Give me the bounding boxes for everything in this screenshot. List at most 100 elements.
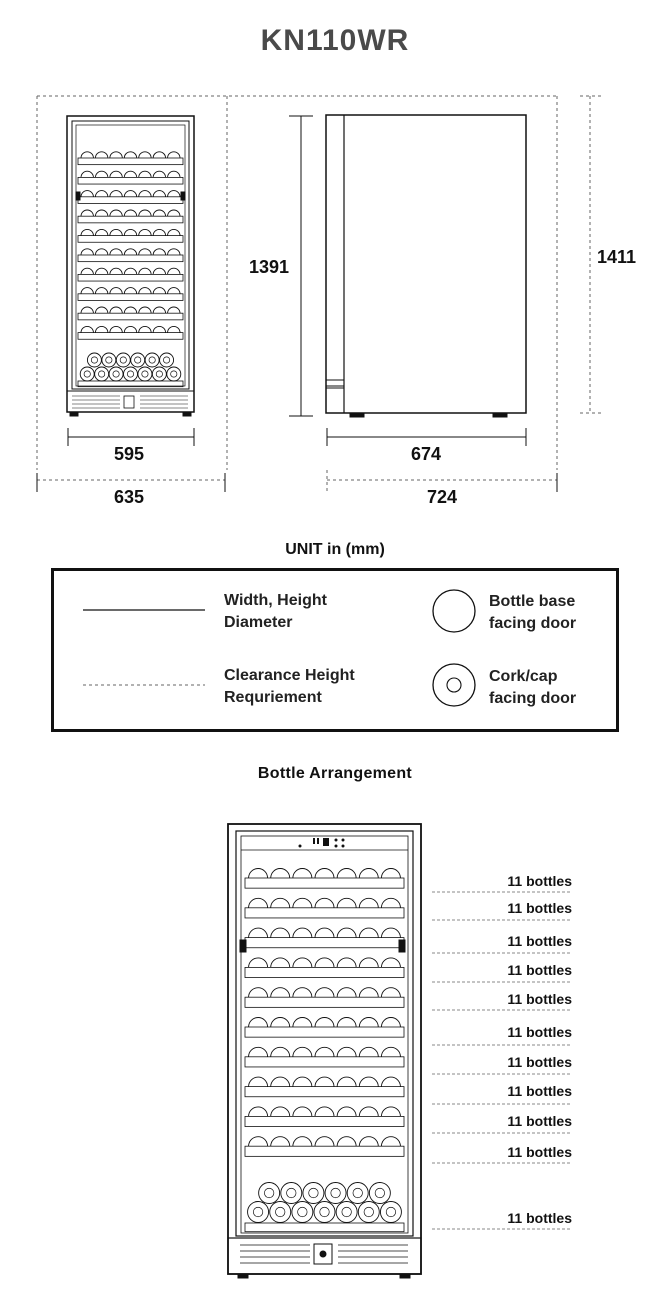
bottle-top (270, 868, 291, 879)
bottle-top (314, 897, 335, 908)
shelf-rack (244, 877, 405, 889)
bottle-top (123, 287, 138, 294)
bottle-top (270, 1106, 291, 1117)
bottle-top (380, 868, 401, 879)
bottle-top (152, 170, 167, 178)
bottle-top (314, 1106, 335, 1117)
bottle-top (270, 1046, 291, 1057)
bottle-top (152, 267, 167, 275)
bottle-top (248, 987, 269, 998)
bottle-inner (286, 1187, 297, 1199)
bottle-top (138, 209, 152, 217)
bottle-circle (247, 1201, 270, 1223)
bottle-top (336, 927, 357, 938)
dim-front-width: 595 (114, 444, 145, 464)
bottle-circle (324, 1182, 347, 1204)
shelf-rack (77, 176, 184, 185)
bottle-top (248, 957, 269, 968)
bottle-inner (105, 356, 113, 364)
bottle-top (123, 228, 138, 236)
cork-cap-icon (432, 663, 476, 707)
bottle-top (167, 306, 181, 314)
bottle-top (109, 325, 123, 333)
shelf-rack (244, 1145, 405, 1157)
bottle-top (167, 209, 181, 217)
bottle-top (270, 1136, 291, 1147)
bottle-top (292, 957, 313, 968)
bottle-circle (151, 366, 167, 382)
shelf-rack (244, 1086, 405, 1098)
bottle-top (314, 1046, 335, 1057)
front-view (66, 115, 195, 417)
bottle-top (167, 248, 181, 256)
bottle-top (109, 190, 123, 197)
bottle-top (336, 1106, 357, 1117)
dim-side-depth: 674 (411, 444, 442, 464)
bottle-top (123, 325, 138, 333)
bottle-top (292, 1076, 313, 1087)
bottle-top (314, 1136, 335, 1147)
bottle-top (314, 987, 335, 998)
shelf-label: 11 bottles (507, 933, 572, 949)
bottle-inner (341, 1206, 352, 1218)
side-depth-line (326, 428, 527, 446)
bottle-top (123, 267, 138, 275)
bottle-inner (308, 1187, 319, 1199)
bottle-top (270, 1017, 291, 1028)
bottle-top (292, 987, 313, 998)
bottle-top (167, 228, 181, 236)
bottle-top (358, 1106, 379, 1117)
bottle-top (314, 957, 335, 968)
bottle-circle (166, 366, 182, 382)
bottle-top (138, 248, 152, 256)
bottle-top (358, 927, 379, 938)
bottle-inner (352, 1187, 363, 1199)
shelf-rack (77, 273, 184, 282)
bottle-top (292, 1106, 313, 1117)
bottle-top (336, 987, 357, 998)
arrangement-fridge (227, 823, 422, 1279)
dimension-ticks (36, 473, 558, 492)
bottle-circle (258, 1182, 281, 1204)
bottle-top (358, 1017, 379, 1028)
bottle-top (80, 209, 94, 217)
shelf-label: 11 bottles (507, 1144, 572, 1160)
bottle-top (138, 228, 152, 236)
bottle-top (138, 267, 152, 275)
bottle-circle (101, 352, 117, 368)
shelf-rack (244, 907, 405, 919)
bottle-top (336, 1076, 357, 1087)
shelf-rack (244, 1116, 405, 1127)
shelf-rack (77, 293, 184, 301)
shelf-rack (244, 937, 405, 949)
bottle-top (138, 325, 152, 333)
bottle-circle (86, 352, 102, 368)
bottle-top (380, 1106, 401, 1117)
bottle-top (336, 868, 357, 879)
bottle-top (336, 957, 357, 968)
bottle-top (248, 1046, 269, 1057)
bottle-circle (79, 366, 95, 382)
bottle-top (167, 287, 181, 294)
bottle-top (80, 228, 94, 236)
bottle-base-icon (432, 589, 476, 633)
bottle-top (80, 267, 94, 275)
bottle-inner (155, 370, 163, 378)
bottle-inner (330, 1187, 341, 1199)
bottle-top (123, 190, 138, 197)
bottle-top (380, 897, 401, 908)
bottle-top (152, 287, 167, 294)
bottle-circle (115, 352, 131, 368)
bottle-top (94, 170, 109, 178)
bottle-top (248, 1106, 269, 1117)
bottle-top (138, 287, 152, 294)
bottle-top (358, 1046, 379, 1057)
bottle-top (248, 927, 269, 938)
bottle-top (358, 1076, 379, 1087)
bottle-circle (357, 1201, 380, 1223)
bottle-top (270, 957, 291, 968)
bottle-top (80, 287, 94, 294)
shelf-rack (244, 996, 405, 1008)
bottle-top (336, 897, 357, 908)
front-width-line (67, 428, 195, 446)
